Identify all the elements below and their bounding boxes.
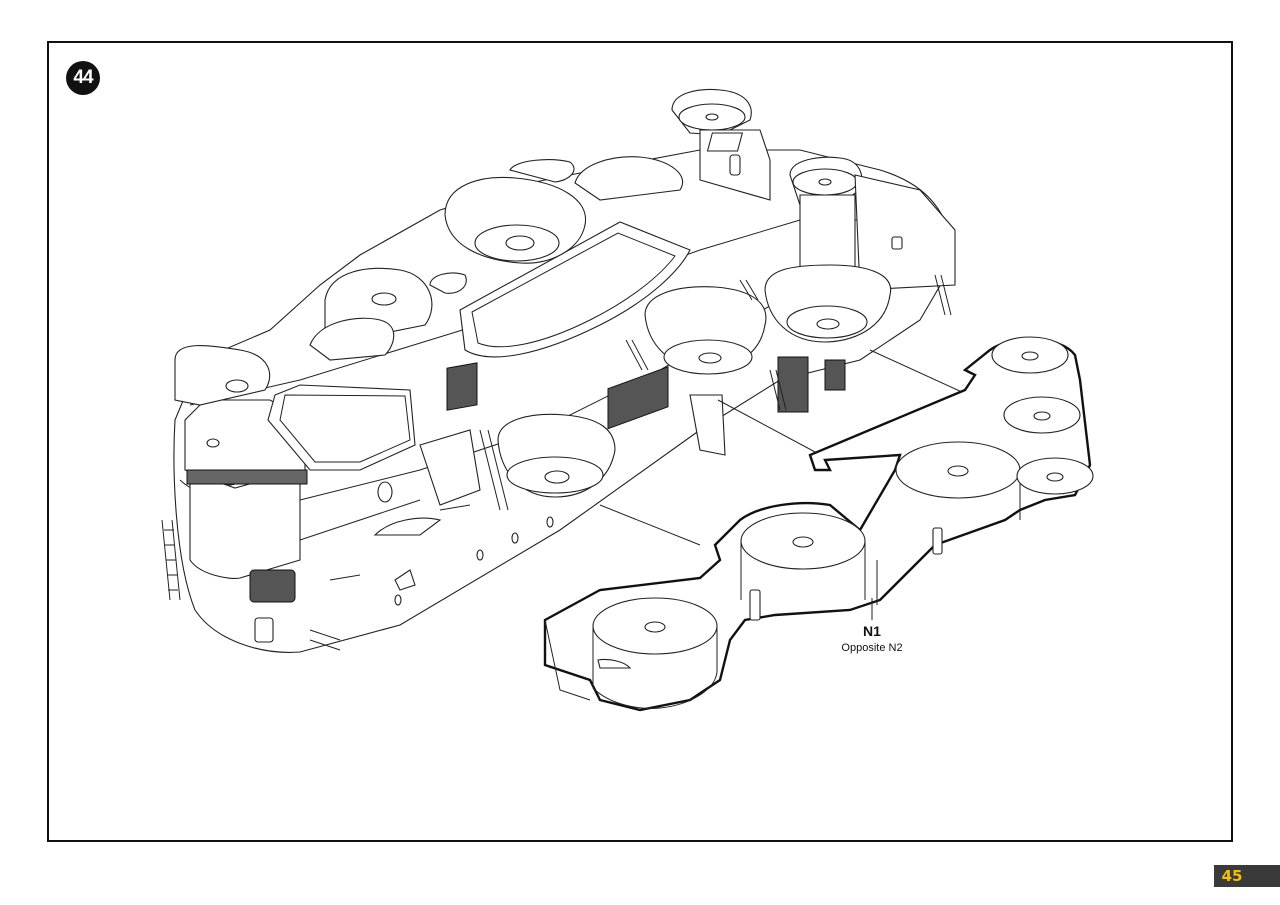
midship-bowls [497,264,892,498]
part-n1 [543,336,1094,712]
diagram-frame [47,41,1233,842]
callout-n1: N1 Opposite N2 [841,598,903,654]
left-tower [161,345,341,651]
hull-side-details [329,504,554,606]
hull-ladders [479,274,952,511]
stern-tower [671,89,956,291]
page-number: 45 [1221,867,1243,885]
central-pool-frame [459,221,691,358]
callout-part-id: N1 [863,623,881,639]
callout-note: Opposite N2 [841,642,902,654]
leader-lines [599,349,976,546]
step-number-badge: 44 [66,61,100,95]
upper-bowls [429,156,683,294]
page-number-badge: 45 [1214,865,1280,887]
left-deck-structures [267,267,481,506]
